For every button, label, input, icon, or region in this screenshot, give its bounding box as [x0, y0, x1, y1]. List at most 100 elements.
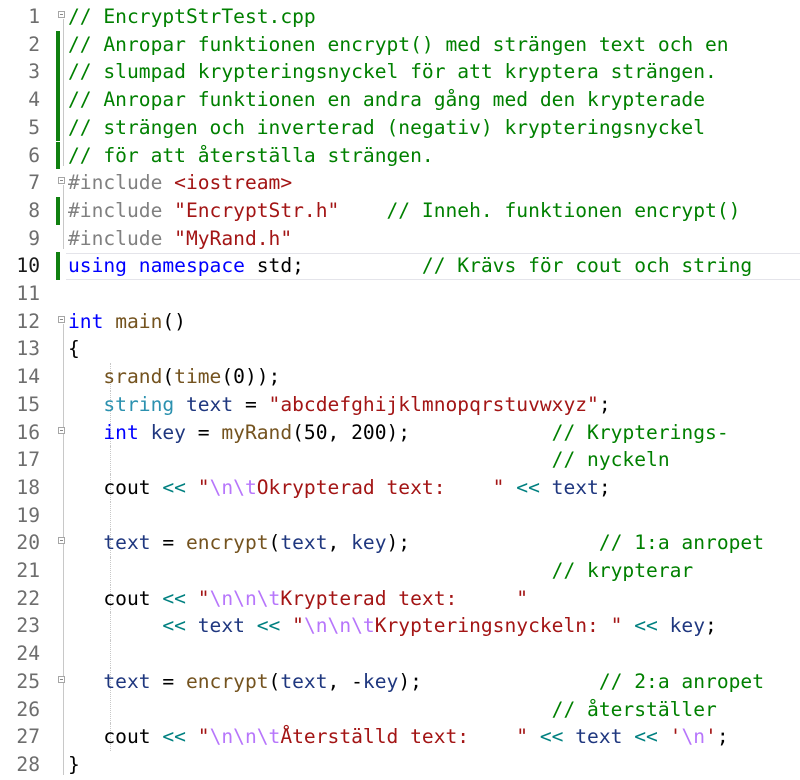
token-plain [68, 614, 162, 637]
code-line[interactable]: 25 text = encrypt(text, -key); // 2:a an… [0, 667, 800, 696]
token-pre: #include [68, 171, 175, 195]
collapse-icon[interactable] [58, 675, 65, 683]
token-plain [622, 725, 634, 748]
token-fn: myRand [221, 420, 293, 444]
code-line[interactable]: 20 text = encrypt(text, key); // 1:a anr… [0, 529, 800, 557]
indent-guide [110, 584, 111, 613]
token-str: Krypterad text: " [280, 586, 529, 610]
line-number: 22 [16, 586, 40, 610]
token-fn: srand [103, 365, 163, 389]
line-number: 1 [28, 5, 40, 28]
collapse-icon[interactable] [58, 11, 65, 18]
token-var: key [669, 614, 706, 638]
code-line[interactable]: 7#include <iostream> [0, 169, 800, 197]
code-line[interactable]: 8#include "EncryptStr.h" // Inneh. funkt… [0, 196, 800, 225]
token-comment: // Krävs för cout och string [421, 254, 753, 278]
line-number: 4 [28, 88, 40, 112]
collapse-icon[interactable] [58, 177, 65, 185]
token-op: << [256, 614, 281, 638]
code-text: // slumpad krypteringsnyckel för att kry… [68, 58, 717, 86]
token-op: << [634, 614, 658, 638]
token-plain: cout [68, 475, 163, 499]
token-plain: , - [327, 669, 363, 693]
line-number: 28 [16, 752, 40, 776]
token-esc: \n\n\t [209, 725, 281, 749]
code-line[interactable]: 22 cout << "\n\n\tKrypterad text: " [0, 584, 800, 613]
collapse-icon[interactable] [58, 537, 65, 545]
code-line[interactable]: 24 [0, 640, 800, 668]
token-plain [174, 393, 186, 416]
token-comment: // för att återställa strängen. [68, 143, 434, 167]
code-line[interactable]: 2// Anropar funktionen encrypt() med str… [0, 30, 800, 59]
token-type: string [103, 392, 175, 416]
token-op: << [162, 475, 186, 499]
token-esc: \n\n\t [209, 586, 281, 610]
token-str: "abcdefghijklmnopqrstuvwxyz" [268, 392, 599, 416]
token-str: " [197, 725, 210, 749]
token-plain: std; [244, 254, 422, 278]
change-indicator-bar [56, 58, 60, 87]
token-str: Okrypterad text: " [256, 475, 505, 499]
line-number: 12 [16, 309, 40, 333]
change-indicator-bar [56, 141, 60, 170]
code-line[interactable]: 19 [0, 501, 800, 530]
collapse-icon[interactable] [58, 426, 65, 434]
code-line[interactable]: 13{ [0, 335, 800, 363]
code-text: // Anropar funktionen en andra gång med … [68, 86, 705, 114]
line-number: 16 [16, 420, 40, 444]
code-line[interactable]: 5// strängen och inverterad (negativ) kr… [0, 113, 800, 142]
code-line[interactable]: 16 int key = myRand(50, 200); // Krypter… [0, 418, 800, 447]
token-plain: ; [598, 475, 611, 499]
code-line[interactable]: 18 cout << "\n\tOkrypterad text: " << te… [0, 473, 800, 502]
token-comment: // 2:a anropet [598, 669, 765, 693]
token-plain [280, 614, 292, 637]
token-plain: (50, 200); [292, 420, 552, 444]
code-line[interactable]: 15 string text = "abcdefghijklmnopqrstuv… [0, 390, 800, 419]
token-plain [68, 393, 103, 416]
code-text: // återställer [68, 696, 717, 724]
indent-guide [110, 612, 111, 641]
line-number: 18 [16, 475, 40, 499]
code-line[interactable]: 23 << text << "\n\n\tKrypteringsnyckeln:… [0, 612, 800, 641]
token-str: " [292, 614, 304, 638]
line-number: 13 [16, 337, 40, 361]
code-line[interactable]: 14 srand(time(0)); [0, 363, 800, 391]
code-line[interactable]: 6// för att återställa strängen. [0, 141, 800, 170]
line-number: 5 [28, 115, 40, 139]
token-plain [622, 614, 634, 637]
code-line[interactable]: 27 cout << "\n\n\tÅterställd text: " << … [0, 723, 800, 751]
token-plain: ; [716, 725, 729, 749]
code-line[interactable]: 1// EncryptStrTest.cpp [0, 3, 800, 31]
token-plain: = [150, 531, 186, 555]
code-line[interactable]: 21 // krypterar [0, 557, 800, 585]
indent-guide [110, 640, 111, 668]
token-var: text [280, 669, 328, 693]
token-comment: // nyckeln [551, 448, 670, 472]
token-plain: ; [705, 614, 717, 638]
token-op: << [162, 725, 186, 749]
indent-guide [110, 473, 111, 502]
code-text: #include "EncryptStr.h" // Inneh. funkti… [68, 197, 740, 225]
token-plain: () [162, 309, 186, 333]
line-number: 2 [28, 32, 40, 56]
code-text: } [68, 751, 80, 779]
indent-guide [110, 695, 111, 724]
fold-region-outline [63, 434, 64, 471]
code-line[interactable]: 3// slumpad krypteringsnyckel för att kr… [0, 58, 800, 87]
code-line[interactable]: 4 // Anropar funktionen en andra gång med… [0, 86, 800, 114]
code-line[interactable]: 28} [0, 751, 800, 779]
line-number: 7 [28, 171, 40, 195]
code-line[interactable]: 17 // nyckeln [0, 446, 800, 474]
token-plain [68, 448, 552, 471]
collapse-icon[interactable] [58, 315, 65, 323]
token-plain [68, 698, 552, 721]
code-line[interactable]: 26 // återställer [0, 695, 800, 724]
token-var: text [197, 614, 245, 638]
token-comment: // Krypterings- [551, 420, 729, 444]
code-line[interactable]: 11 [0, 280, 800, 308]
code-text: cout << "\n\n\tÅterställd text: " << tex… [68, 723, 729, 751]
code-line[interactable]: 9#include "MyRand.h" [0, 225, 800, 253]
